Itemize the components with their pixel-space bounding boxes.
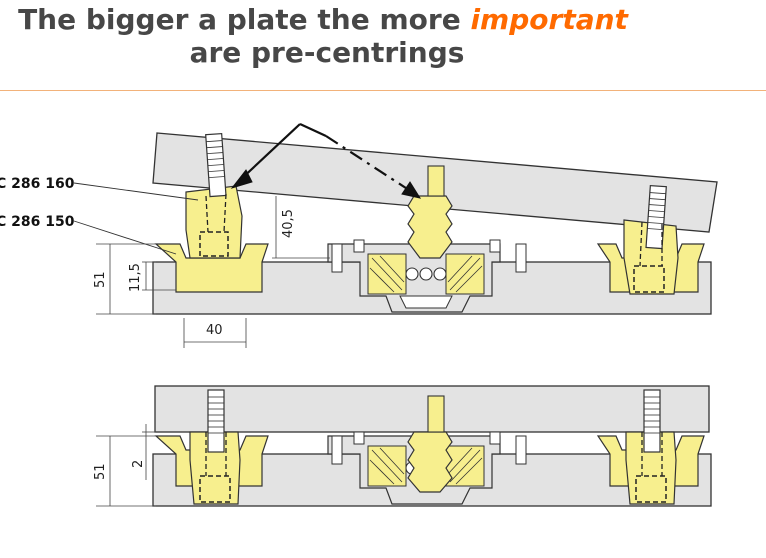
title-prefix: The bigger a plate the more (18, 3, 471, 36)
top-left-nut (199, 231, 229, 257)
title-line-2: are pre-centrings (189, 36, 465, 69)
bottom-center-screws (331, 431, 527, 465)
label-part-lower: C 286 150 (0, 214, 75, 230)
dim-top-width: 40 (206, 323, 223, 338)
top-right-bush (623, 219, 679, 295)
title-emphasis: important (470, 3, 628, 36)
dim-bottom-gap: 2 (131, 460, 146, 468)
top-center-pin (427, 165, 445, 197)
label-part-upper: C 286 160 (0, 176, 75, 192)
bottom-right-stud (643, 389, 661, 453)
slide-title: The bigger a plate the more important ar… (0, 4, 766, 70)
top-dimension-lines (96, 196, 330, 348)
bottom-left-stud (207, 389, 225, 453)
top-left-holder (154, 243, 269, 293)
bottom-left-bush (189, 431, 241, 505)
pointer-arrows (230, 123, 422, 199)
bottom-assembly: 51 2 (93, 385, 712, 507)
bottom-center-cone (407, 431, 453, 493)
dim-bottom-height: 51 (93, 463, 108, 480)
dim-top-pocket: 11,5 (128, 263, 143, 292)
title-line-1: The bigger a plate the more important (0, 4, 766, 36)
dim-top-height: 51 (93, 271, 108, 288)
bottom-right-bush (625, 431, 677, 505)
top-center-cone (407, 195, 453, 259)
dim-top-tilt: 40,5 (281, 209, 296, 238)
title-divider (0, 90, 766, 91)
bottom-center-pin (427, 395, 445, 433)
top-assembly: C 286 160 C 286 150 51 11,5 40 40,5 (0, 123, 718, 348)
top-center-screws (331, 239, 527, 273)
bottom-dimension-lines (96, 424, 156, 507)
